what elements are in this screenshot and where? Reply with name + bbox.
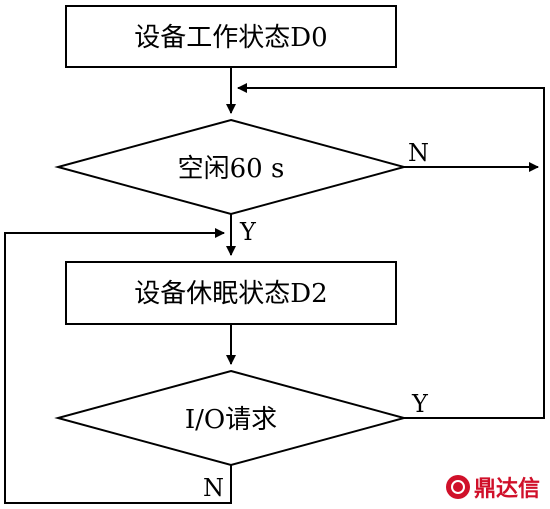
- io-yes-label: Y: [411, 390, 429, 418]
- working-state-label: 设备工作状态D0: [134, 23, 327, 53]
- idle-yes-label: Y: [239, 218, 257, 246]
- io-decision-label: I/O请求: [185, 405, 277, 435]
- io-no-label: N: [203, 474, 224, 502]
- edge-io-no-loop: [4, 228, 232, 504]
- brand-logo-icon: [445, 475, 470, 499]
- sleep-state-label: 设备休眠状态D2: [134, 279, 327, 309]
- edge-idle-no-loop: [237, 83, 545, 167]
- idle-no-label: N: [408, 139, 429, 167]
- brand-watermark-text: 鼎达信: [473, 477, 540, 502]
- brand-watermark: 鼎达信: [445, 471, 540, 503]
- idle-decision-label: 空闲60 s: [178, 154, 285, 184]
- edge-io-yes-loop: [404, 167, 545, 419]
